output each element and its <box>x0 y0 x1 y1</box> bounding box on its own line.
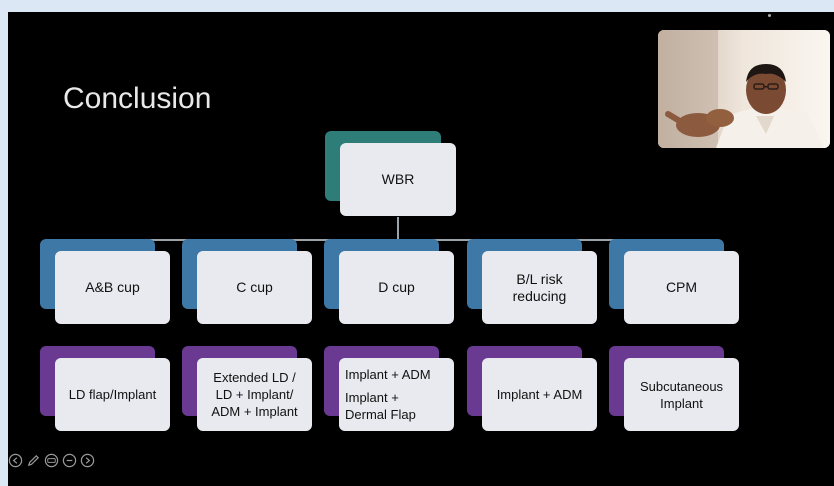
option-line: Implant + ADM <box>496 387 583 402</box>
option-line: Implant <box>660 395 703 411</box>
option-line: Extended LD / <box>213 370 296 385</box>
presenter-video-icon <box>658 30 830 148</box>
connector-root-stem <box>397 217 399 240</box>
option-box-extended-ld: Extended LD / LD + Implant/ ADM + Implan… <box>197 358 312 431</box>
option-box-implant-adm: Implant + ADM <box>482 358 597 431</box>
option-line: LD + Implant/ <box>215 387 294 402</box>
option-line: LD flap/Implant <box>68 387 157 402</box>
category-box-cpm: CPM <box>624 251 739 324</box>
option-line: Implant + <box>345 390 399 405</box>
category-label: A&B cup <box>85 279 140 295</box>
category-box-c-cup: C cup <box>197 251 312 324</box>
category-label: C cup <box>236 279 273 295</box>
option-line: Subcutaneous <box>639 378 724 394</box>
presenter-video[interactable] <box>658 30 830 148</box>
status-dot <box>768 14 771 17</box>
option-box-implant-adm-dermal: Implant + ADM Implant + Dermal Flap <box>339 358 454 431</box>
category-label: D cup <box>378 279 415 295</box>
captions-icon[interactable] <box>44 453 59 468</box>
option-line: Dermal Flap <box>345 407 416 422</box>
option-box-ld-flap: LD flap/Implant <box>55 358 170 431</box>
category-box-bl-risk-reducing: B/L risk reducing <box>482 251 597 324</box>
pen-icon[interactable] <box>26 453 41 468</box>
option-line: ADM + Implant <box>211 404 298 419</box>
category-box-d-cup: D cup <box>339 251 454 324</box>
option-line: Implant + ADM <box>345 367 431 382</box>
slide-title: Conclusion <box>63 82 212 115</box>
category-label: B/L risk reducing <box>512 270 567 304</box>
minus-circle-icon[interactable] <box>62 453 77 468</box>
category-label: CPM <box>665 279 698 295</box>
previous-icon[interactable] <box>8 453 23 468</box>
root-box: WBR <box>340 143 456 216</box>
root-label: WBR <box>381 171 415 187</box>
slide-toolbar <box>8 453 95 468</box>
category-box-ab-cup: A&B cup <box>55 251 170 324</box>
next-icon[interactable] <box>80 453 95 468</box>
option-box-subcutaneous: Subcutaneous Implant <box>624 358 739 431</box>
